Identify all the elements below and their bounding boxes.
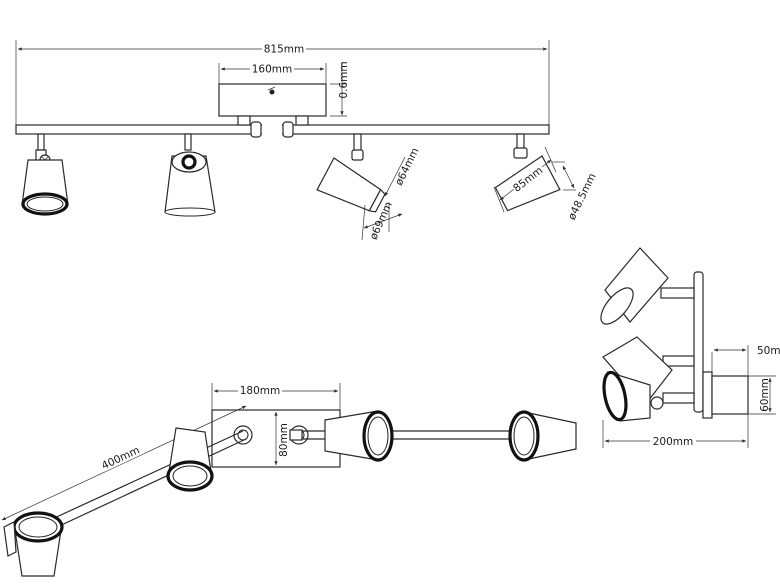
- label-mount-depth: 50mm: [757, 345, 780, 357]
- label-canopy-height: 0.6mm: [338, 61, 350, 98]
- spot-2: [164, 133, 216, 217]
- label-shade-diameter-small: ø64mm: [393, 146, 421, 187]
- plan-spot-d: [3, 511, 64, 577]
- plan-spot-b: [508, 410, 577, 462]
- dimension-mount-depth: 50mm: [711, 345, 780, 376]
- side-spot-upper: [600, 247, 695, 325]
- mount-box: [711, 375, 749, 415]
- dimension-overall-length: 815mm: [15, 40, 550, 125]
- dimension-mount-height: 60mm: [748, 375, 776, 415]
- front-elevation-view: 815mm 160mm 0.6mm: [15, 40, 599, 242]
- label-wall-projection: 200mm: [653, 436, 694, 448]
- canopy-box: [218, 83, 327, 117]
- dimension-canopy-height: 0.6mm: [330, 61, 350, 117]
- label-base-plate-length: 180mm: [240, 385, 281, 397]
- label-shade-diameter-back: ø48.5mm: [566, 171, 599, 221]
- side-spot-lower: [602, 370, 695, 422]
- spot-1: [21, 133, 69, 216]
- label-base-plate-width: 80mm: [278, 423, 290, 457]
- canopy-screw: [269, 89, 275, 95]
- dimension-canopy-length: 160mm: [218, 62, 327, 84]
- mount-rod: [693, 271, 704, 413]
- label-canopy-length: 160mm: [252, 64, 293, 76]
- label-overall-length: 815mm: [264, 44, 305, 56]
- dimension-base-plate-length: 180mm: [211, 383, 341, 410]
- spot-4: 85mm ø48.5mm: [493, 133, 599, 222]
- side-elevation-view: 50mm 60mm 200mm: [600, 247, 780, 448]
- plan-spot-a: [324, 410, 394, 462]
- label-mount-height: 60mm: [759, 378, 771, 412]
- label-arm-length: 400mm: [100, 444, 142, 472]
- dimension-wall-projection: 200mm: [602, 414, 749, 448]
- plan-spot-c: [166, 427, 214, 492]
- spot-3: ø64mm ø69mm: [316, 133, 422, 242]
- plan-view: 180mm 80mm: [1, 383, 577, 577]
